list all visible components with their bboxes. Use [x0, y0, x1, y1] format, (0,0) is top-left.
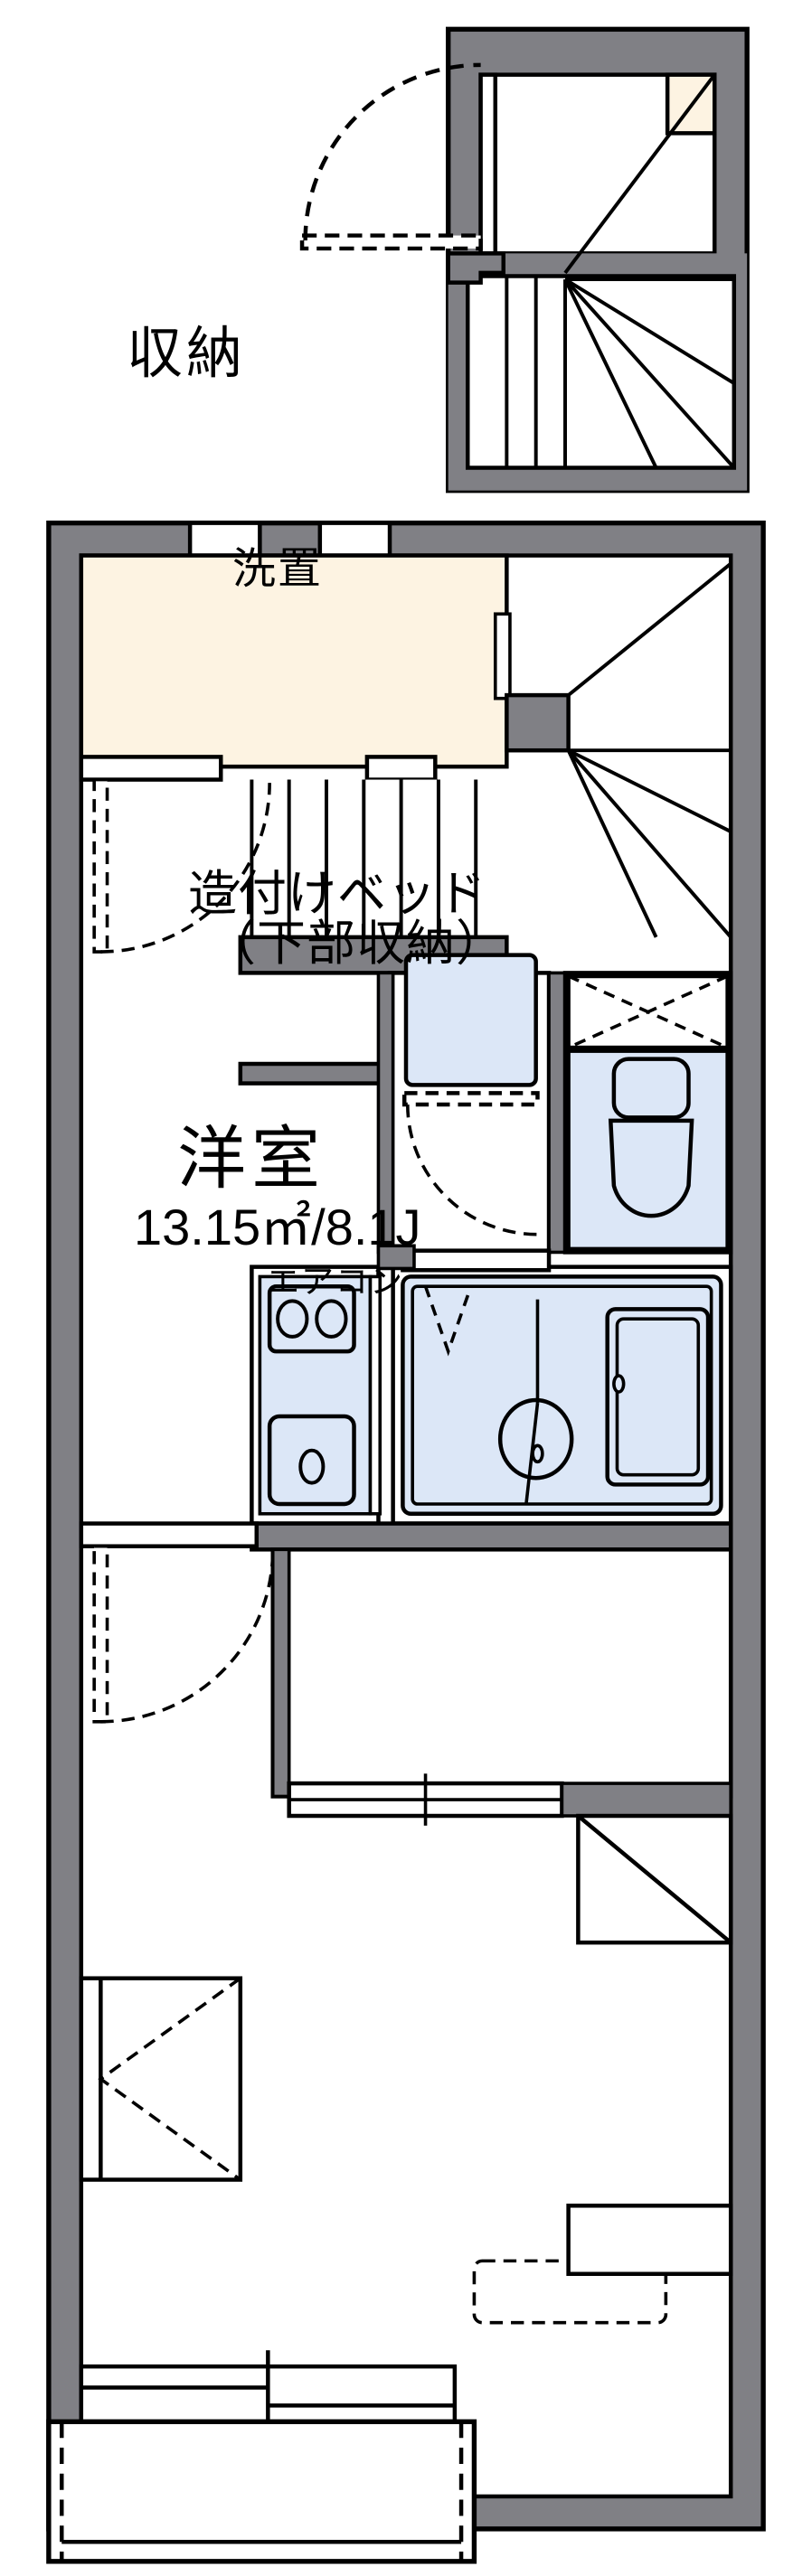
closet-door-arc-upper [100, 783, 271, 954]
entrance-door-leaf [299, 233, 483, 251]
label-western-room: 洋室 [177, 1121, 326, 1198]
washroom-right-wall [547, 971, 567, 1255]
room-door-leaf [92, 1544, 109, 1724]
upper-stair-interior [466, 274, 737, 470]
bathtub-inner [615, 1317, 701, 1477]
window-north-2 [317, 521, 392, 558]
label-air-conditioner: エアコン [267, 1263, 405, 1300]
closet-door-upper [92, 777, 271, 954]
window-north-1 [187, 521, 262, 558]
bed-platform [270, 1547, 733, 1799]
west-window-frame [79, 1976, 243, 2182]
north-windows [187, 521, 392, 558]
room-door-arc [100, 1549, 275, 1724]
stair-winder-post [505, 692, 571, 753]
washer-area [376, 953, 567, 1255]
unit-bath [376, 1244, 733, 1526]
burner-left [276, 1299, 309, 1339]
west-window-swing [98, 1977, 241, 2181]
bath-folding-door [423, 1285, 473, 1357]
washroom-door-arc [406, 1104, 538, 1236]
toilet-room [562, 971, 733, 1255]
storage-room [79, 553, 509, 769]
west-window [79, 1976, 243, 2182]
label-built-in-bed-line2: （下部収納） [207, 917, 505, 971]
label-washer-space: 洗置 [232, 545, 324, 593]
kitchen [250, 1264, 382, 1526]
entrance-door-jamb [446, 251, 506, 285]
bath-doorway [401, 1248, 552, 1273]
bath-door-jamb [376, 1244, 416, 1271]
burner-right [315, 1299, 348, 1339]
balcony [46, 2419, 477, 2564]
closet-lower-right [566, 2204, 733, 2277]
upper-staircase-treads [505, 73, 736, 469]
main-floor-block [46, 520, 766, 2564]
stair-winder-lines [566, 562, 732, 939]
stair-run-area [240, 779, 507, 937]
sink-drain [298, 1448, 326, 1485]
toilet-bowl [608, 1118, 694, 1218]
entrance-partition [478, 72, 498, 256]
storage-opening-1 [79, 755, 223, 782]
closet-door-lower [79, 1521, 275, 1724]
basin-counter-edge [524, 1403, 540, 1505]
bed-right-base-wall [560, 1782, 732, 1818]
toilet-tank [611, 1057, 691, 1120]
label-storage: 収納 [127, 323, 247, 385]
lower-staircase [240, 562, 732, 939]
label-western-room-area: 13.15㎡/8.1J [134, 1199, 421, 1255]
built-in-bed [270, 1547, 733, 1826]
kitchen-side-panel [368, 1274, 382, 1516]
balcony-slab [46, 2419, 477, 2564]
label-built-in-bed-line1: 造付けベッド [188, 867, 486, 921]
south-window [79, 2350, 458, 2437]
kitchen-base-wall [250, 1521, 733, 1552]
closet-door-leaf-upper [92, 777, 109, 954]
washer-pan [403, 953, 538, 1087]
room-closet-right [576, 1813, 733, 1945]
vent-x-line-2 [567, 974, 729, 1049]
washroom-door-leaf [401, 1091, 540, 1107]
storage-opening-2 [364, 755, 438, 782]
storage-opening-3 [493, 612, 512, 700]
room-door-header [79, 1521, 260, 1548]
bed-left-wall [270, 1547, 291, 1799]
bathtub-drain [612, 1374, 626, 1394]
hall-stub-wall [238, 1061, 392, 1086]
stair-treads [250, 779, 478, 937]
closet-right-diagonal [576, 1814, 732, 1944]
upper-floor-block [299, 26, 750, 494]
